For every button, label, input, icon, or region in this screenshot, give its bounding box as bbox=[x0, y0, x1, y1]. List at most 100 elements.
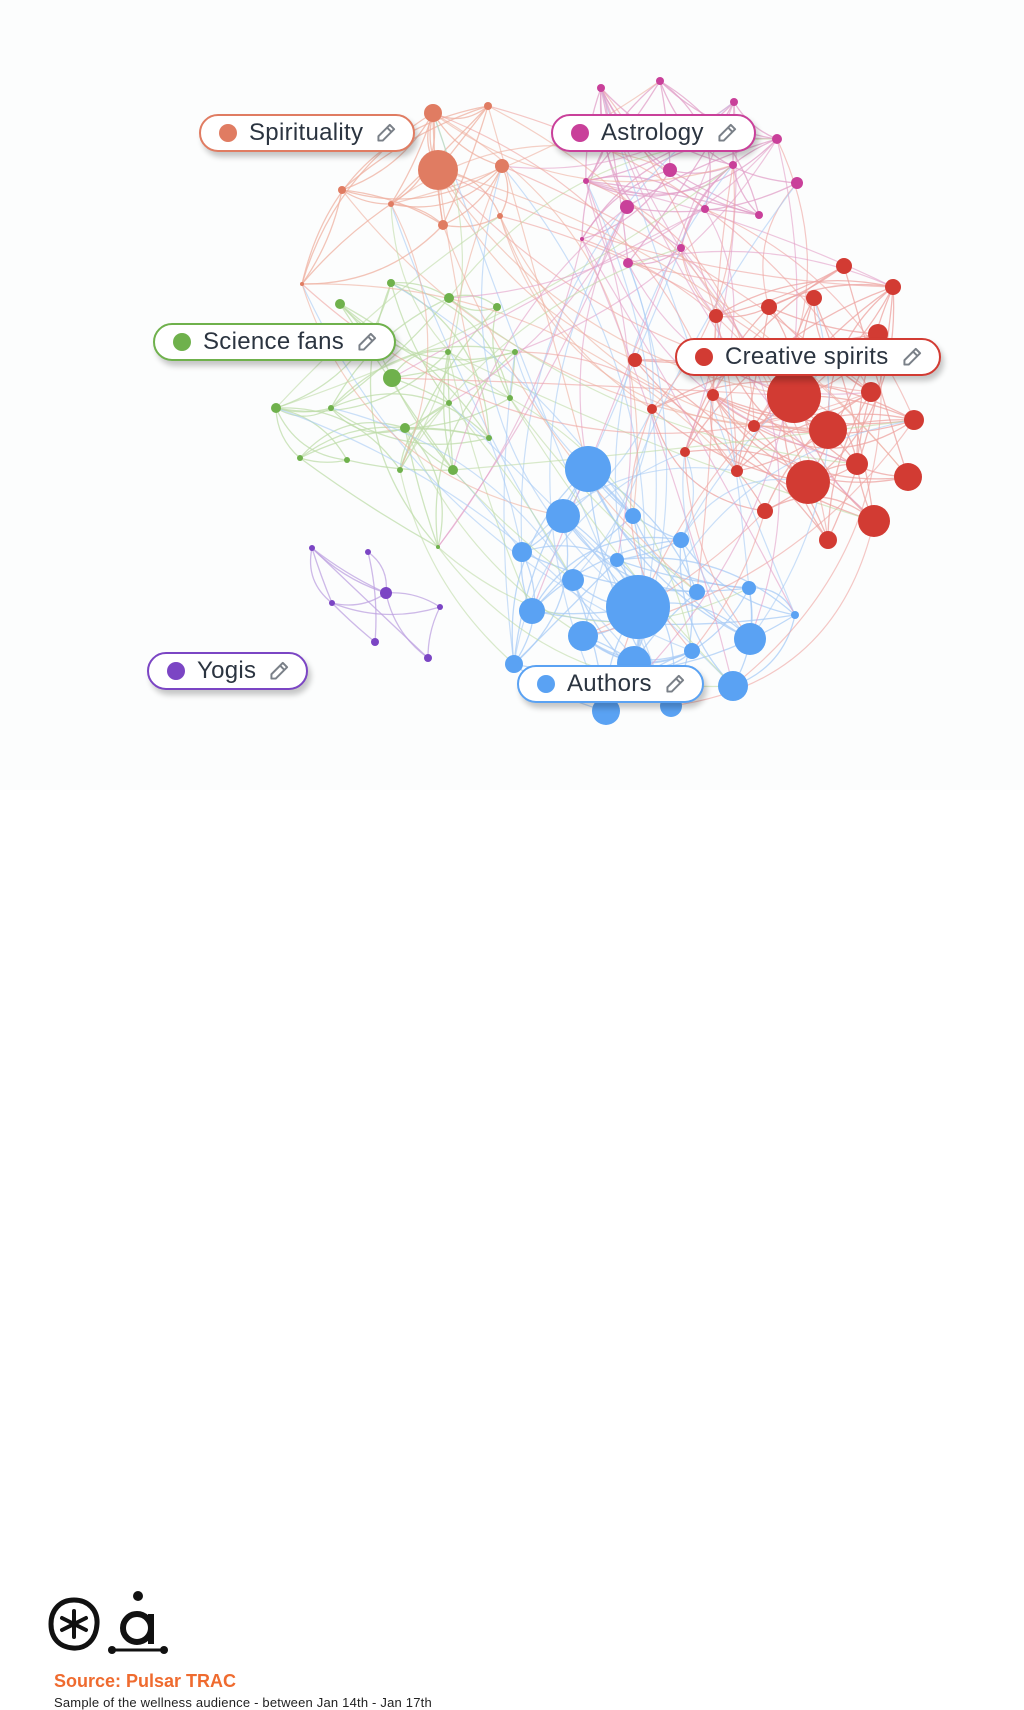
network-edge bbox=[390, 80, 661, 205]
cluster-label-creative-spirits[interactable]: Creative spirits bbox=[675, 338, 941, 376]
node-authors bbox=[546, 499, 580, 533]
node-astrology bbox=[677, 244, 685, 252]
node-science bbox=[512, 349, 518, 355]
node-authors bbox=[568, 621, 598, 651]
network-edge bbox=[531, 515, 634, 612]
node-yogis bbox=[371, 638, 379, 646]
node-spirituality bbox=[484, 102, 492, 110]
node-authors bbox=[734, 623, 766, 655]
network-edge bbox=[447, 351, 533, 612]
network-edge bbox=[680, 247, 717, 317]
node-creative bbox=[836, 258, 852, 274]
network-edge bbox=[521, 467, 738, 553]
pencil-icon[interactable] bbox=[266, 658, 292, 684]
network-edge bbox=[669, 169, 760, 216]
network-edge bbox=[390, 203, 574, 581]
cluster-label-science-fans[interactable]: Science fans bbox=[153, 323, 397, 361]
network-edge bbox=[275, 407, 348, 461]
node-spirituality bbox=[497, 213, 503, 219]
network-edge bbox=[513, 451, 686, 665]
pencil-icon[interactable] bbox=[662, 671, 688, 697]
network-edge bbox=[499, 215, 755, 427]
network-edge bbox=[572, 262, 654, 581]
node-authors bbox=[565, 446, 611, 492]
node-spirituality bbox=[388, 201, 394, 207]
node-yogis bbox=[437, 604, 443, 610]
pencil-icon[interactable] bbox=[899, 344, 925, 370]
network-edge bbox=[275, 407, 348, 461]
node-spirituality bbox=[338, 186, 346, 194]
network-edge bbox=[442, 224, 698, 593]
node-science bbox=[507, 395, 513, 401]
cluster-label-astrology[interactable]: Astrology bbox=[551, 114, 756, 152]
network-edge bbox=[513, 468, 589, 665]
node-yogis bbox=[309, 545, 315, 551]
network-nodes bbox=[271, 77, 924, 725]
network-edge bbox=[385, 592, 441, 608]
network-edge bbox=[301, 203, 392, 285]
network-edge bbox=[582, 182, 798, 637]
network-edge bbox=[385, 592, 429, 659]
node-authors bbox=[625, 508, 641, 524]
node-creative bbox=[757, 503, 773, 519]
cluster-name: Science fans bbox=[203, 328, 345, 355]
node-creative bbox=[809, 411, 847, 449]
network-edge bbox=[753, 419, 915, 449]
pencil-icon[interactable] bbox=[373, 120, 399, 146]
network-edge bbox=[437, 169, 795, 397]
network-edge bbox=[437, 169, 909, 478]
node-yogis bbox=[329, 600, 335, 606]
cluster-label-authors[interactable]: Authors bbox=[517, 665, 704, 703]
cluster-label-yogis[interactable]: Yogis bbox=[147, 652, 309, 690]
network-edge bbox=[301, 105, 489, 285]
network-edge bbox=[391, 351, 516, 379]
network-edge bbox=[509, 397, 698, 593]
network-edge bbox=[732, 333, 882, 687]
pencil-icon[interactable] bbox=[714, 120, 740, 146]
network-edge bbox=[275, 407, 401, 471]
network-edge bbox=[339, 303, 490, 439]
node-spirituality bbox=[300, 282, 304, 286]
cluster-label-spirituality[interactable]: Spirituality bbox=[199, 114, 416, 152]
network-edge bbox=[562, 515, 698, 593]
cluster-color-dot bbox=[219, 124, 237, 142]
cluster-name: Authors bbox=[567, 670, 652, 697]
network-edge bbox=[448, 402, 574, 581]
network-edge bbox=[427, 606, 441, 659]
cluster-name: Creative spirits bbox=[725, 343, 889, 370]
node-creative bbox=[680, 447, 690, 457]
node-science bbox=[328, 405, 334, 411]
node-creative bbox=[748, 420, 760, 432]
network-edge bbox=[585, 138, 778, 195]
node-authors bbox=[742, 581, 756, 595]
node-authors bbox=[673, 532, 689, 548]
network-edge bbox=[275, 215, 501, 409]
network-edge bbox=[390, 203, 429, 471]
network-edge bbox=[579, 206, 628, 470]
network-edge bbox=[827, 286, 894, 541]
network-edge bbox=[704, 208, 915, 421]
node-creative bbox=[806, 290, 822, 306]
node-spirituality bbox=[495, 159, 509, 173]
network-edge bbox=[503, 351, 516, 665]
node-authors bbox=[519, 598, 545, 624]
node-authors bbox=[562, 569, 584, 591]
network-edge bbox=[514, 138, 778, 353]
node-spirituality bbox=[438, 220, 448, 230]
network-edge bbox=[404, 427, 443, 548]
node-creative bbox=[707, 389, 719, 401]
node-science bbox=[445, 349, 451, 355]
network-edge bbox=[311, 547, 387, 594]
node-creative bbox=[904, 410, 924, 430]
network-edge bbox=[651, 164, 736, 410]
network-edge bbox=[331, 602, 376, 643]
network-edge bbox=[680, 451, 694, 541]
network-edge bbox=[399, 469, 515, 665]
network-edge bbox=[390, 203, 511, 399]
network-edge bbox=[299, 457, 439, 548]
pencil-icon[interactable] bbox=[354, 329, 380, 355]
network-edge bbox=[684, 451, 751, 640]
node-authors bbox=[689, 584, 705, 600]
network-edge bbox=[768, 283, 894, 308]
network-edge bbox=[521, 545, 618, 561]
